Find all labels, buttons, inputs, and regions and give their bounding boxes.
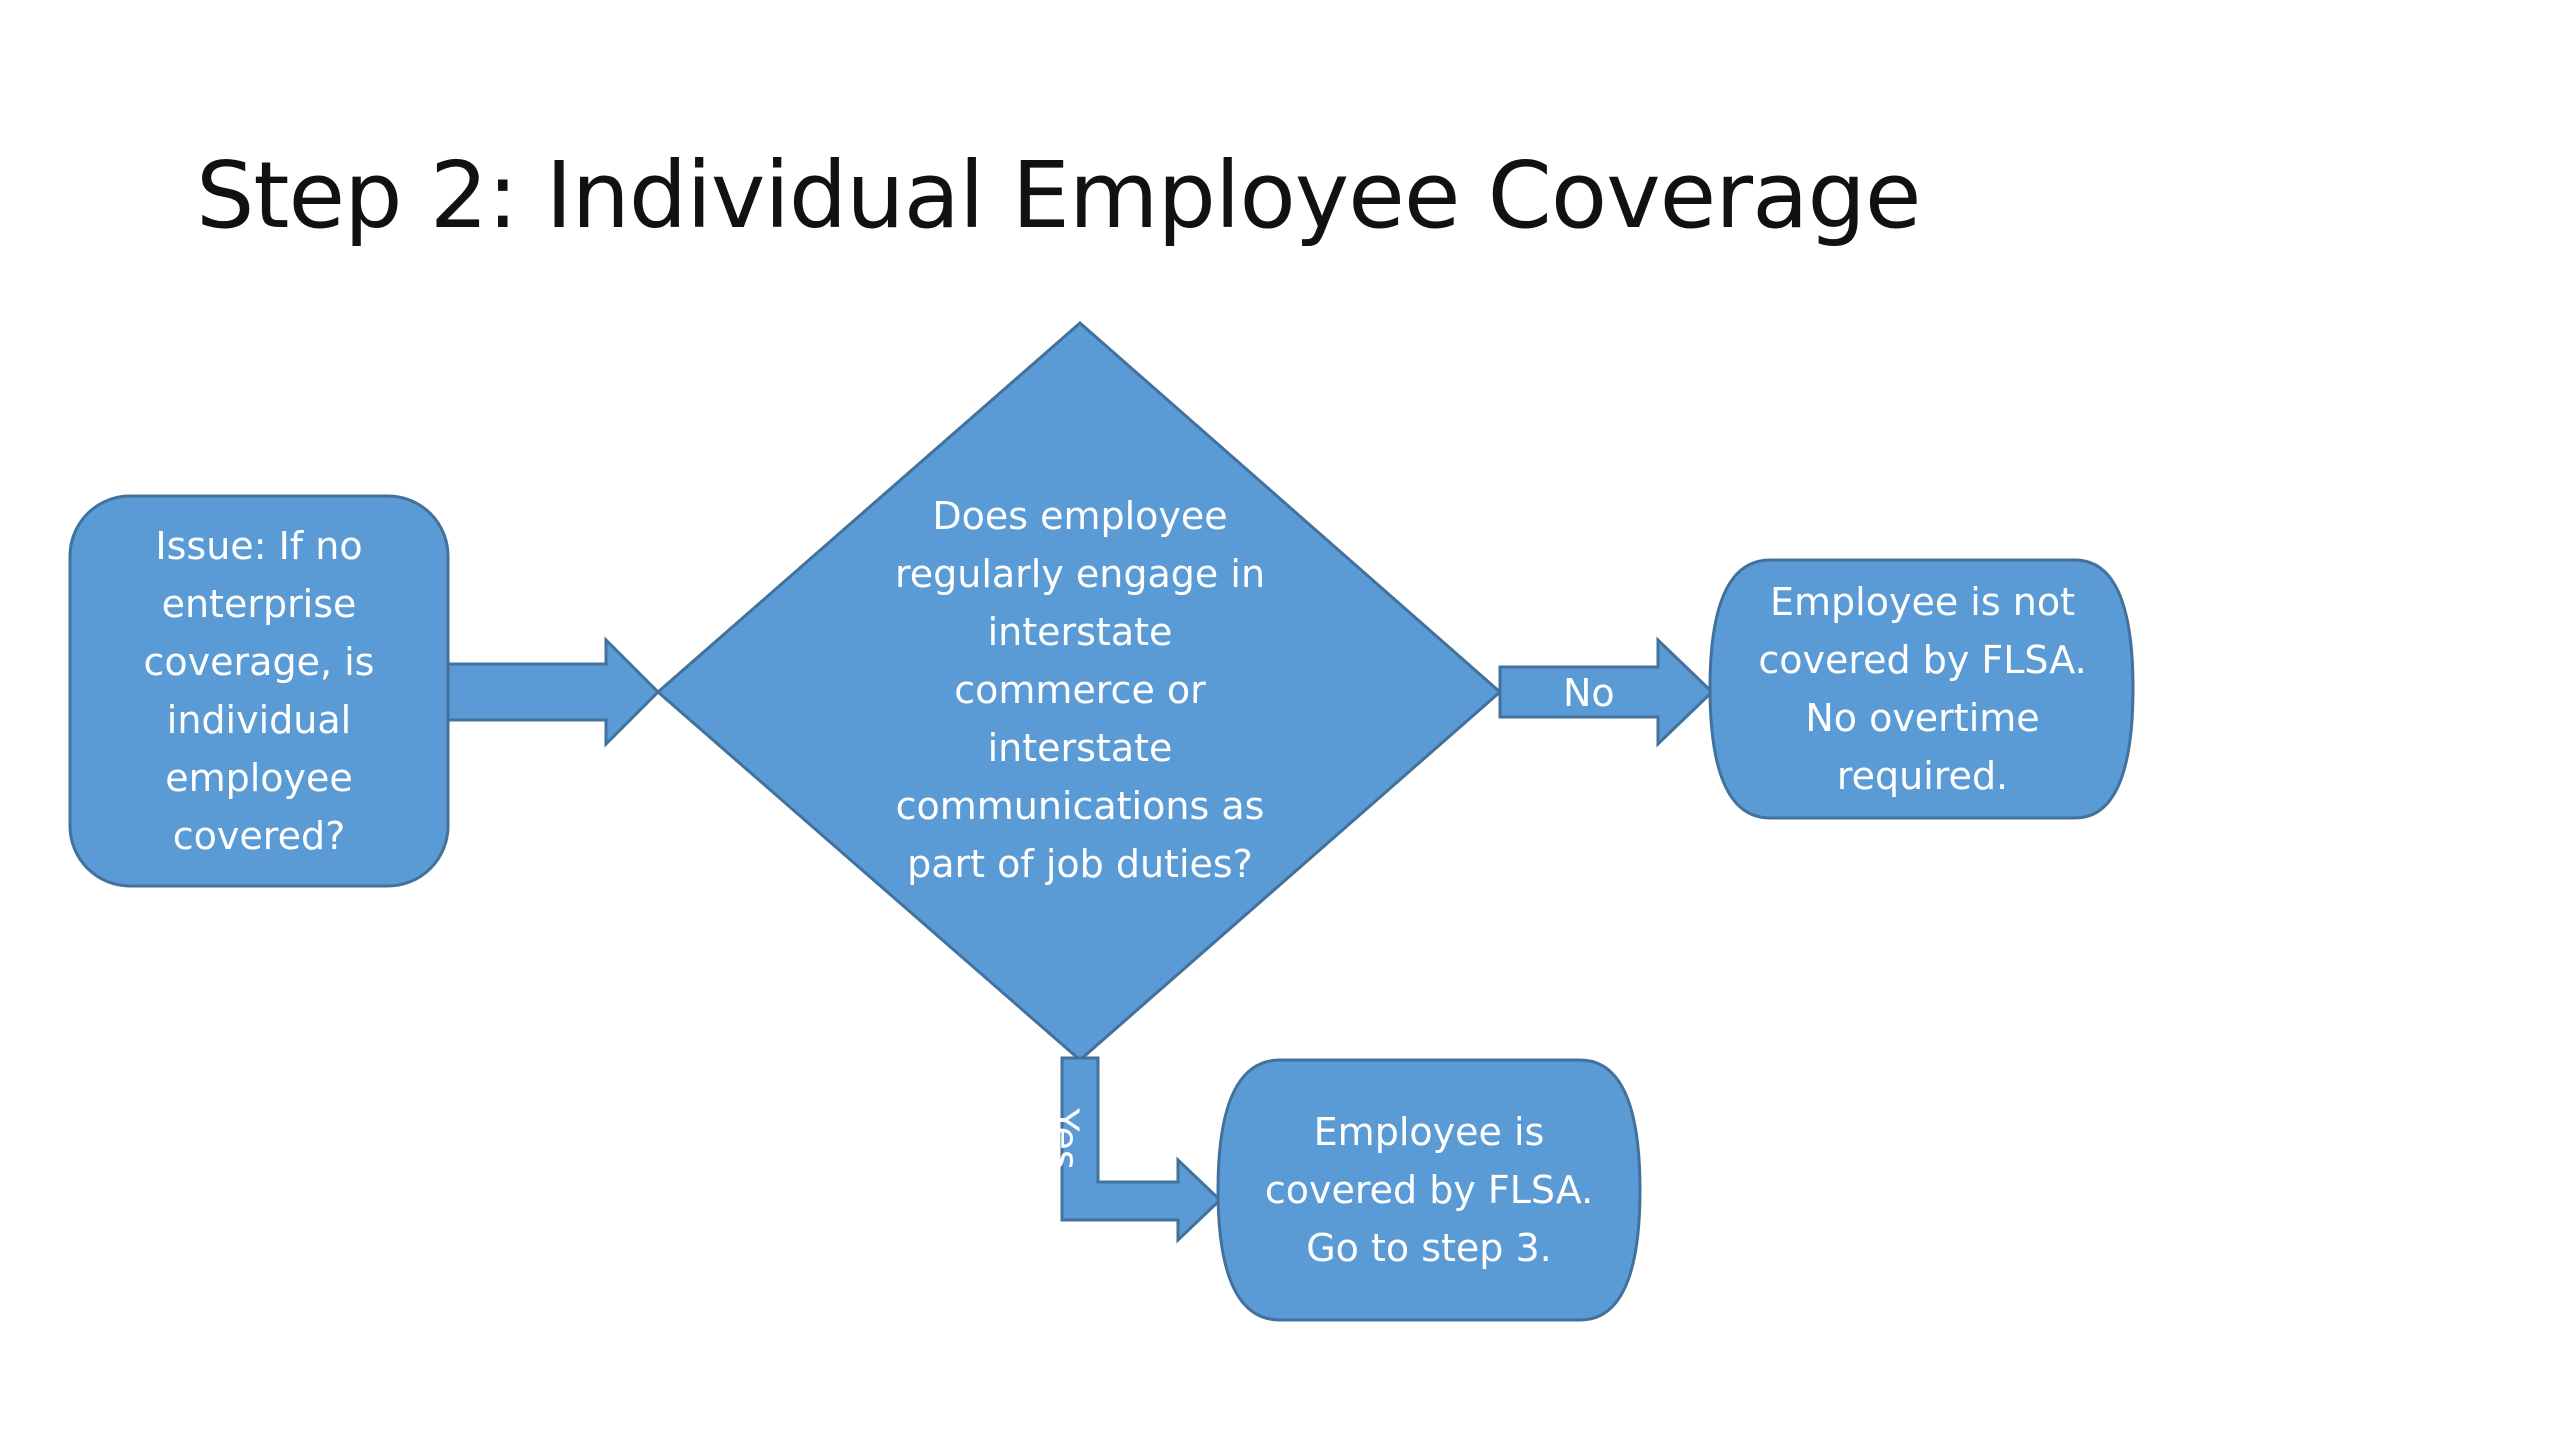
start-box [68, 494, 450, 888]
no-label: No [1563, 671, 1615, 715]
yes-result-box [1216, 1058, 1642, 1322]
yes-result-text: Employee is covered by FLSA. Go to step … [1264, 1110, 1594, 1270]
slide-title: Step 2: Individual Employee Coverage [196, 142, 1921, 249]
arrow-start-to-decision [445, 636, 661, 748]
arrow-yes [1060, 1056, 1223, 1244]
start-box-text: Issue: If no enterprise coverage, is ind… [143, 524, 375, 858]
yes-label: Yes [1042, 1108, 1087, 1170]
decision-text: Does employee regularly engage in inters… [894, 494, 1266, 886]
no-result-box [1708, 558, 2135, 820]
arrow-no [1498, 636, 1715, 748]
no-result-text: Employee is not covered by FLSA. No over… [1758, 580, 2087, 798]
